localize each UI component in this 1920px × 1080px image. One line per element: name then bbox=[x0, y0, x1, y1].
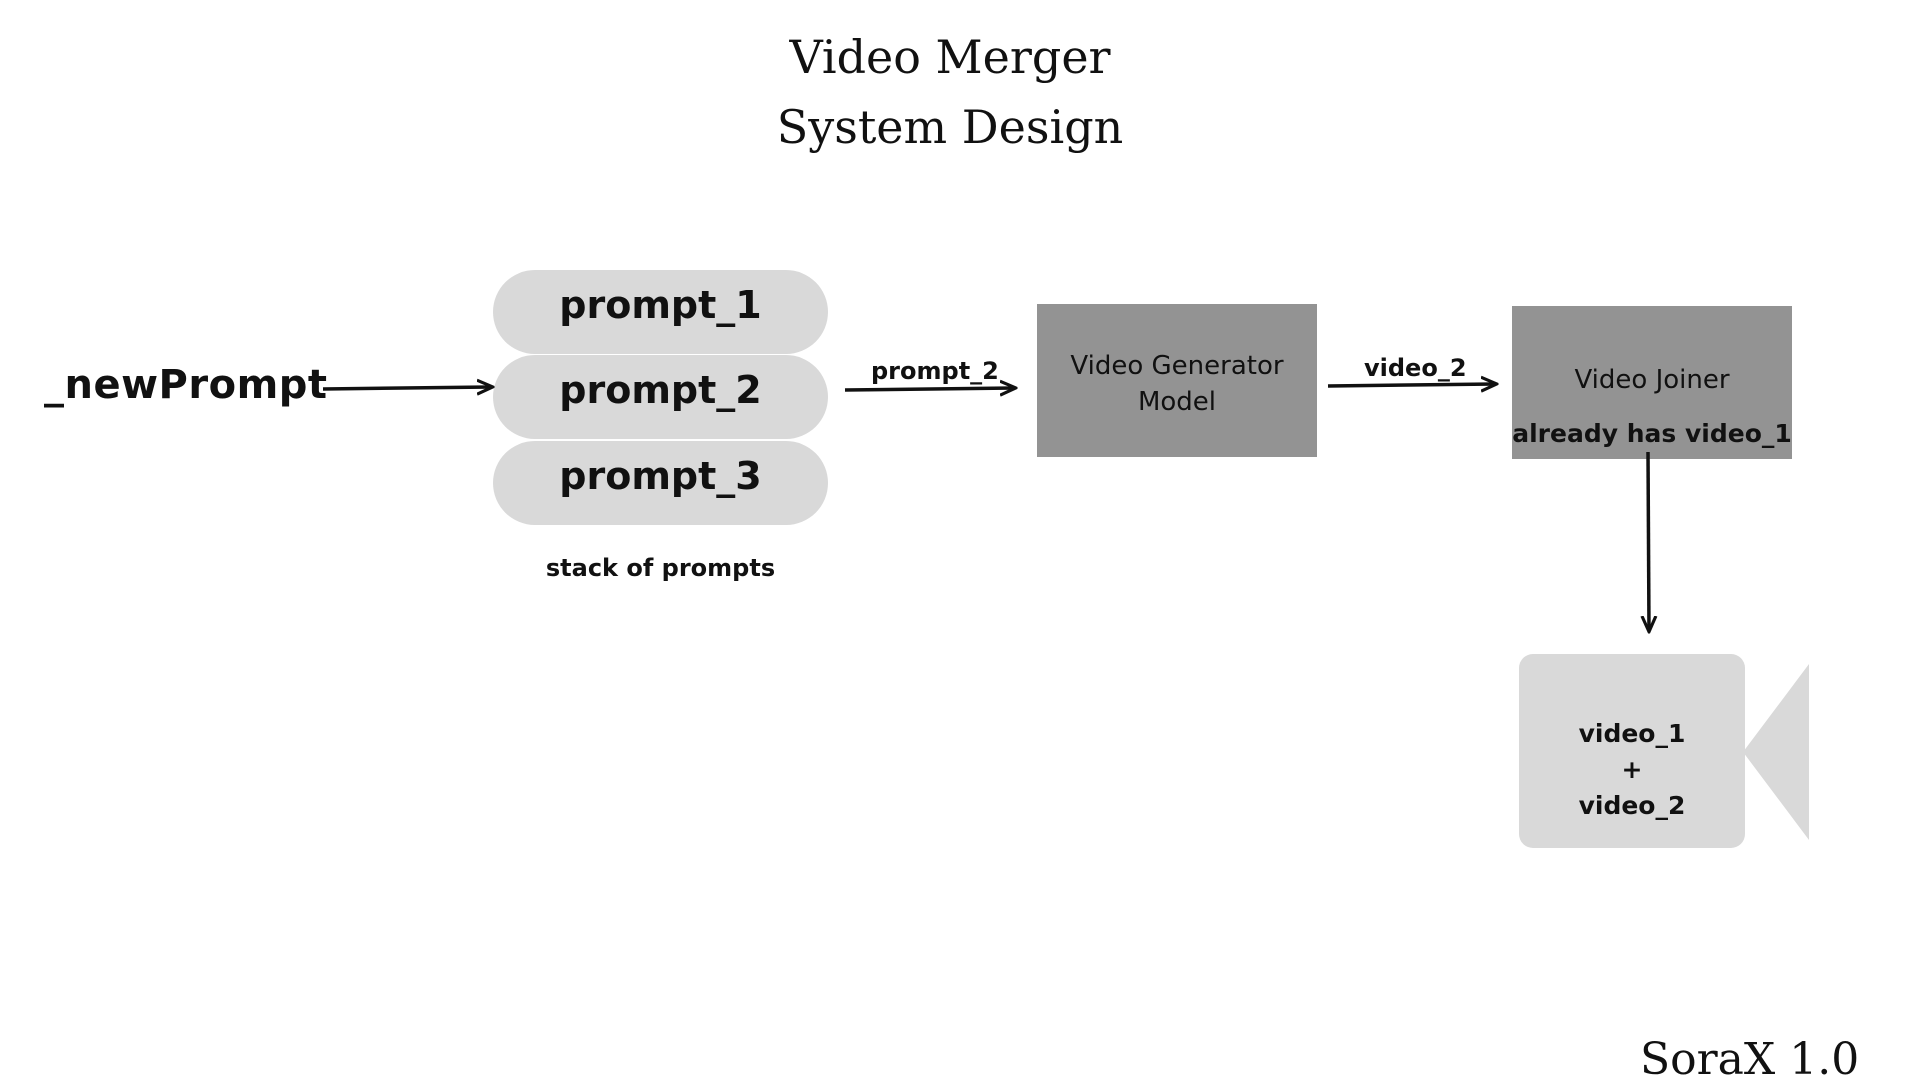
new-prompt-label: _newPrompt bbox=[44, 362, 328, 408]
video-generator-line-1: Video Generator bbox=[1070, 351, 1284, 381]
title-line-1: Video Merger bbox=[789, 30, 1111, 84]
merged-video-line-1: video_1 bbox=[1578, 719, 1686, 748]
video-generator-line-2: Model bbox=[1137, 387, 1217, 417]
stack-caption: stack of prompts bbox=[545, 554, 776, 582]
brand-label: SoraX 1.0 bbox=[1640, 1034, 1860, 1080]
edge-label-video: video_2 bbox=[1364, 354, 1467, 382]
merged-video-label: video_1 + video_2 bbox=[1519, 716, 1745, 824]
camera-lens-icon bbox=[1743, 664, 1809, 840]
video-generator-box: Video Generator Model bbox=[1037, 304, 1317, 457]
prompt-stack-item-label: prompt_3 bbox=[559, 454, 762, 498]
arrow-joiner-to-output bbox=[1648, 451, 1649, 630]
video-generator-label: Video Generator Model bbox=[1037, 348, 1317, 420]
video-joiner-box: Video Joiner already has video_1 bbox=[1512, 306, 1792, 459]
edge-label-prompt: prompt_2 bbox=[871, 357, 999, 385]
arrow-generator-to-joiner bbox=[1327, 384, 1495, 386]
prompt-stack-item-label: prompt_1 bbox=[559, 283, 762, 327]
video-joiner-note: already has video_1 bbox=[1512, 419, 1792, 448]
prompt-stack-item-label: prompt_2 bbox=[559, 368, 762, 412]
merged-video-line-3: video_2 bbox=[1578, 791, 1686, 820]
prompt-stack-item: prompt_2 bbox=[493, 355, 828, 439]
arrow-stack-to-generator bbox=[844, 388, 1014, 390]
prompt-stack-item: prompt_1 bbox=[493, 270, 828, 354]
title-line-2: System Design bbox=[776, 100, 1124, 154]
prompt-stack-item: prompt_3 bbox=[493, 441, 828, 525]
video-joiner-label: Video Joiner bbox=[1574, 365, 1730, 395]
merged-video-line-2: + bbox=[1621, 755, 1643, 784]
diagram-title: Video Merger System Design bbox=[0, 22, 1900, 162]
video-camera-icon bbox=[1519, 654, 1745, 848]
arrow-newprompt-to-stack bbox=[322, 387, 491, 389]
